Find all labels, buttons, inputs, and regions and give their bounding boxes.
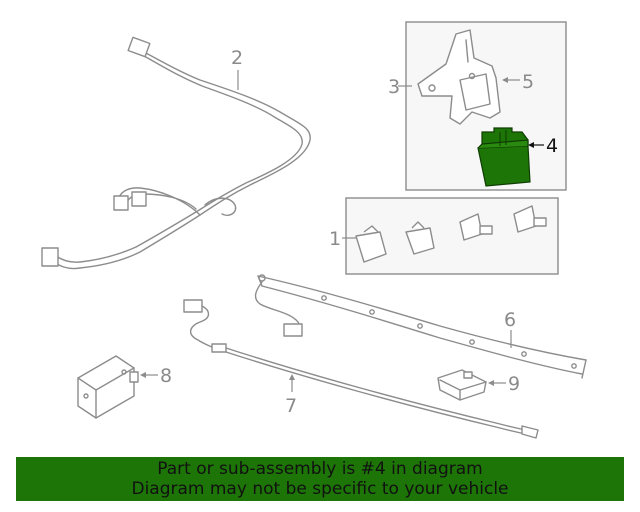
part-5-bracket[interactable]	[417, 29, 501, 125]
part-7-harness[interactable]	[183, 299, 539, 439]
callout-5[interactable]: 5	[522, 71, 534, 93]
callout-3[interactable]: 3	[388, 76, 400, 98]
callout-4[interactable]: 4	[546, 135, 558, 157]
banner-line-1: Part or sub-assembly is #4 in diagram	[157, 459, 483, 479]
callout-2[interactable]: 2	[231, 47, 243, 69]
banner-line-2: Diagram may not be specific to your vehi…	[131, 479, 509, 499]
part-9-sensor[interactable]	[437, 369, 487, 401]
part-2-wiring-harness[interactable]	[41, 36, 311, 270]
part-6-bumper-strip[interactable]	[257, 274, 587, 379]
leader-8-arrow	[140, 372, 146, 378]
part-1-fasteners[interactable]	[355, 205, 547, 263]
part-6-pigtail[interactable]	[254, 281, 303, 337]
leader-9-arrow	[488, 380, 494, 386]
callout-6[interactable]: 6	[504, 309, 516, 331]
part-4-module[interactable]	[477, 127, 531, 187]
leader-7-arrow	[289, 374, 295, 380]
callout-7[interactable]: 7	[285, 395, 297, 417]
vehicle-fitment-banner: Part or sub-assembly is #4 in diagram Di…	[16, 457, 624, 501]
leader-5-arrow	[502, 77, 508, 83]
leader-4-arrow	[528, 142, 534, 148]
callout-8[interactable]: 8	[160, 365, 172, 387]
callout-9[interactable]: 9	[508, 373, 520, 395]
part-8-control-box[interactable]	[77, 355, 139, 419]
callout-1[interactable]: 1	[329, 228, 341, 250]
